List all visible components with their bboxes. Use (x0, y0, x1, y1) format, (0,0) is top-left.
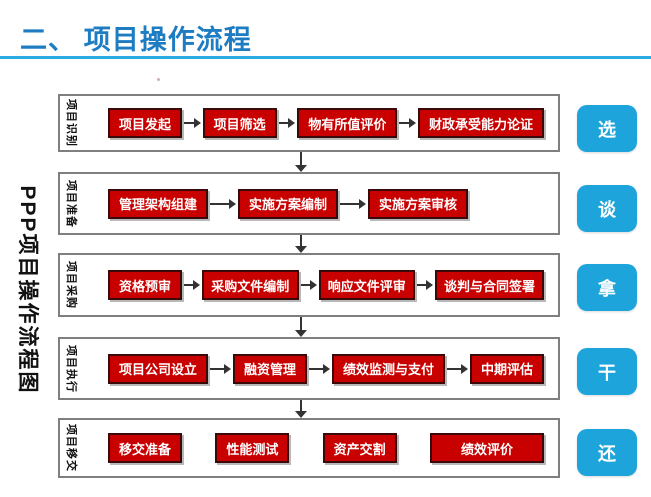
stage-row-content: 资格预审 采购文件编制 响应文件评审 谈判与合同签署 (60, 255, 558, 315)
process-box: 绩效评价 (429, 433, 544, 463)
process-box: 性能测试 (215, 433, 290, 463)
right-arrow-icon (417, 280, 434, 290)
stage-tag-return: 还 (577, 429, 637, 476)
right-arrow-icon (184, 118, 201, 128)
process-box: 项目发起 (108, 108, 183, 138)
process-box: 响应文件评审 (318, 270, 416, 300)
down-arrow-icon (295, 235, 307, 253)
right-arrow-icon (309, 363, 330, 374)
diagram-side-caption: PPP项目操作流程图 (16, 185, 39, 395)
stage-row-content: 项目公司设立 融资管理 绩效监测与支付 中期评估 (60, 339, 558, 398)
stage-tag-do: 干 (577, 348, 637, 395)
down-arrow-icon (295, 400, 307, 418)
right-arrow-icon (399, 118, 416, 128)
right-arrow-icon (340, 198, 366, 209)
right-arrow-icon (184, 280, 200, 290)
stage-row-identification: 项目识别 项目发起 项目筛选 物有所值评价 财政承受能力论证 (58, 94, 560, 152)
stage-row-procurement: 项目采购 资格预审 采购文件编制 响应文件评审 谈判与合同签署 (58, 253, 560, 317)
right-arrow-icon (210, 198, 236, 209)
stage-row-preparation: 项目准备 管理架构组建 实施方案编制 实施方案审核 (58, 172, 560, 235)
stage-row-content: 移交准备 性能测试 资产交割 绩效评价 (60, 420, 558, 476)
process-box: 管理架构组建 (108, 188, 209, 219)
stage-row-transfer: 项目移交 移交准备 性能测试 资产交割 绩效评价 (58, 418, 560, 478)
process-box: 绩效监测与支付 (332, 353, 446, 384)
process-box: 谈判与合同签署 (435, 270, 545, 300)
stage-tag-negotiate: 谈 (577, 185, 637, 232)
process-box: 物有所值评价 (297, 108, 398, 138)
right-arrow-icon (447, 363, 468, 374)
process-box: 实施方案审核 (368, 188, 469, 219)
dot-artifact (157, 78, 160, 81)
stage-row-content: 管理架构组建 实施方案编制 实施方案审核 (60, 174, 558, 233)
title-underline (0, 56, 651, 59)
stage-row-execution: 项目执行 项目公司设立 融资管理 绩效监测与支付 中期评估 (58, 337, 560, 400)
process-box: 融资管理 (233, 353, 308, 384)
process-box: 中期评估 (470, 353, 545, 384)
process-box: 资格预审 (108, 270, 182, 300)
process-box: 实施方案编制 (238, 188, 339, 219)
stage-tag-take: 拿 (577, 264, 637, 311)
right-arrow-icon (210, 363, 231, 374)
process-box: 资产交割 (322, 433, 397, 463)
right-arrow-icon (278, 118, 296, 128)
down-arrow-icon (295, 152, 307, 172)
stage-row-content: 项目发起 项目筛选 物有所值评价 财政承受能力论证 (60, 96, 558, 150)
process-box: 财政承受能力论证 (417, 108, 544, 138)
slide-title: 二、 项目操作流程 (20, 25, 252, 55)
process-box: 移交准备 (108, 433, 183, 463)
right-arrow-icon (300, 280, 317, 290)
stage-tag-select: 选 (577, 105, 637, 152)
process-box: 项目公司设立 (108, 353, 209, 384)
process-box: 采购文件编制 (202, 270, 299, 300)
process-box: 项目筛选 (202, 108, 277, 138)
down-arrow-icon (295, 317, 307, 337)
